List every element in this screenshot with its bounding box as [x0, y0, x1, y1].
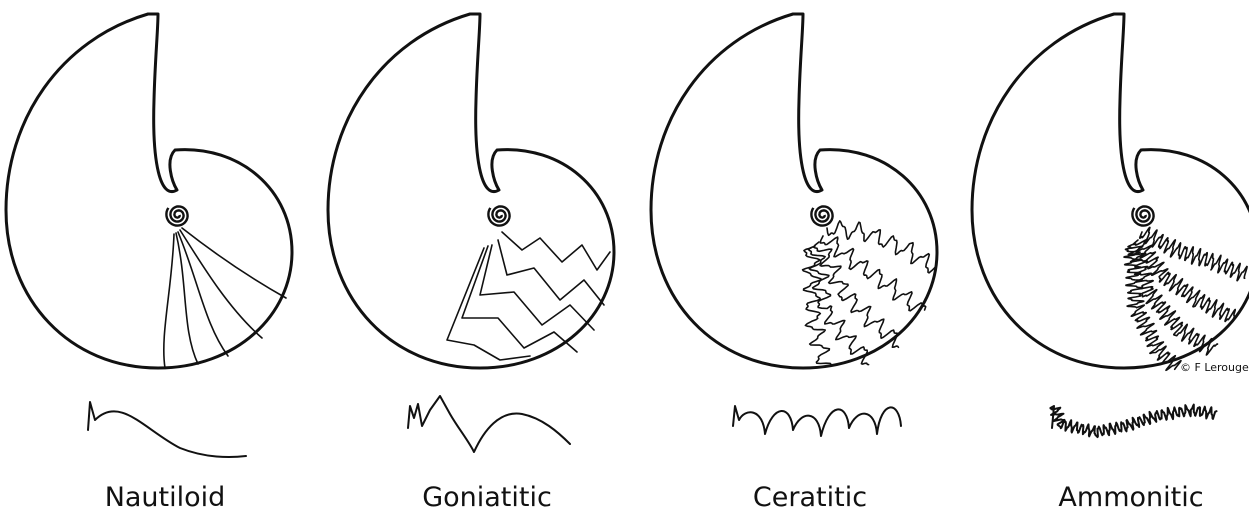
nautiloid-label: Nautiloid	[105, 482, 226, 513]
ceratitic-suture-profile	[733, 406, 901, 436]
ceratitic-umbilicus-spiral	[811, 206, 832, 225]
suture-line	[827, 221, 936, 273]
nautiloid-suture-profile	[88, 402, 246, 457]
ceratitic-suture-lines	[803, 221, 936, 365]
nautiloid-suture-lines	[164, 228, 286, 368]
suture-line	[814, 242, 899, 347]
ceratitic-label: Ceratitic	[753, 482, 867, 513]
ceratitic-shell-outline	[651, 14, 937, 368]
panel-ceratitic: Ceratitic	[651, 14, 937, 513]
ammonitic-umbilicus-spiral	[1132, 206, 1153, 225]
goniatitic-umbilicus-spiral	[488, 206, 509, 225]
ammonitic-label: Ammonitic	[1058, 482, 1203, 513]
goniatitic-label: Goniatitic	[422, 482, 552, 513]
goniatitic-suture-profile	[408, 396, 570, 452]
suture-line	[447, 248, 530, 360]
suture-line	[178, 232, 228, 356]
ammonitic-shell-outline	[972, 14, 1249, 368]
goniatitic-suture-lines	[447, 232, 610, 360]
suture-line	[502, 232, 610, 270]
suture-line	[180, 230, 262, 338]
suture-line	[164, 234, 174, 368]
panel-ammonitic: Ammonitic	[972, 14, 1249, 513]
copyright-credit: © F Lerouge	[1180, 361, 1249, 374]
panel-goniatitic: Goniatitic	[328, 14, 614, 513]
ammonitic-suture-profile	[1050, 405, 1216, 438]
nautiloid-shell-outline	[6, 14, 292, 368]
goniatitic-shell-outline	[328, 14, 614, 368]
suture-line	[808, 246, 868, 365]
panel-nautiloid: Nautiloid	[6, 14, 292, 513]
ammonitic-suture-lines	[1124, 227, 1247, 370]
nautiloid-umbilicus-spiral	[166, 206, 187, 225]
suture-line	[1128, 244, 1218, 355]
suture-line	[820, 236, 925, 311]
